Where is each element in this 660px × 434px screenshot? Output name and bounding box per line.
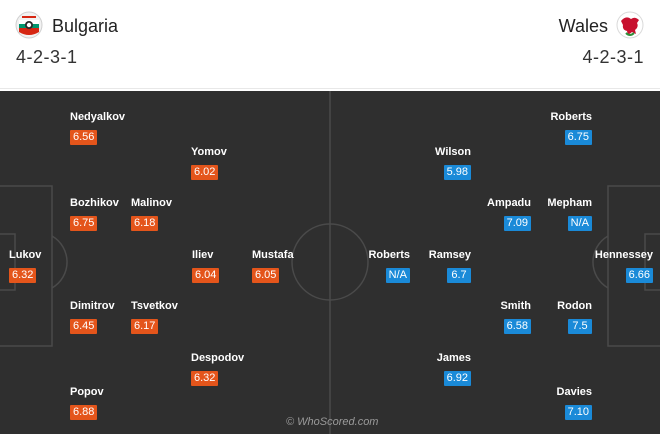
away-player-11[interactable]: Davies 7.10 xyxy=(512,386,592,420)
home-player-4[interactable]: Malinov 6.18 xyxy=(131,197,211,231)
home-player-5[interactable]: Lukov 6.32 xyxy=(9,249,89,283)
header-divider xyxy=(0,88,660,89)
watermark: © WhoScored.com xyxy=(286,416,379,428)
wales-dragon-crest-icon xyxy=(616,11,644,39)
player-rating: 6.66 xyxy=(625,268,653,283)
player-rating: 7.5 xyxy=(568,319,592,334)
player-rating: 7.09 xyxy=(503,216,531,231)
home-player-10[interactable]: Despodov 6.32 xyxy=(191,352,271,386)
player-rating: 6.7 xyxy=(447,268,471,283)
player-name: Roberts xyxy=(368,249,410,261)
player-name: Tsvetkov xyxy=(131,300,178,312)
player-rating: 6.04 xyxy=(192,268,220,283)
pitch-lines xyxy=(0,91,660,434)
player-rating: 6.32 xyxy=(191,371,219,386)
bulgaria-crest-icon xyxy=(15,11,43,39)
home-player-9[interactable]: Tsvetkov 6.17 xyxy=(131,300,211,334)
player-rating: 6.92 xyxy=(443,371,471,386)
player-rating: 5.98 xyxy=(443,165,471,180)
player-rating: 6.56 xyxy=(70,130,98,145)
player-rating: 6.45 xyxy=(70,319,98,334)
player-rating: 6.02 xyxy=(191,165,219,180)
player-rating: 6.75 xyxy=(564,130,592,145)
away-player-10[interactable]: James 6.92 xyxy=(391,352,471,386)
player-name: Popov xyxy=(70,386,104,398)
player-name: Iliev xyxy=(192,249,214,261)
away-player-1[interactable]: Roberts 6.75 xyxy=(512,111,592,145)
away-player-7[interactable]: Hennessey 6.66 xyxy=(573,249,653,283)
player-name: Yomov xyxy=(191,146,227,158)
home-player-3[interactable]: Bozhikov 6.75 xyxy=(70,197,150,231)
player-name: Davies xyxy=(556,386,592,398)
player-name: James xyxy=(436,352,471,364)
away-player-5[interactable]: Roberts N/A xyxy=(330,249,410,283)
home-player-6[interactable]: Iliev 6.04 xyxy=(192,249,272,283)
away-formation: 4-2-3-1 xyxy=(582,47,644,67)
player-name: Mepham xyxy=(547,197,592,209)
player-rating: N/A xyxy=(385,268,410,283)
pitch: Nedyalkov 6.56 Yomov 6.02 Bozhikov 6.75 … xyxy=(0,91,660,434)
home-player-1[interactable]: Nedyalkov 6.56 xyxy=(70,111,150,145)
home-team-name[interactable]: Bulgaria xyxy=(52,16,119,36)
away-team-name[interactable]: Wales xyxy=(558,16,608,36)
player-name: Wilson xyxy=(435,146,471,158)
player-name: Rodon xyxy=(557,300,592,312)
player-rating: 6.75 xyxy=(70,216,98,231)
away-player-6[interactable]: Ramsey 6.7 xyxy=(391,249,471,283)
player-rating: 6.17 xyxy=(131,319,159,334)
player-name: Ampadu xyxy=(487,197,531,209)
player-name: Lukov xyxy=(9,249,42,261)
player-name: Bozhikov xyxy=(70,197,119,209)
player-name: Mustafa xyxy=(252,249,294,261)
player-rating: N/A xyxy=(567,216,592,231)
player-name: Despodov xyxy=(191,352,245,364)
away-player-4[interactable]: Mepham N/A xyxy=(512,197,592,231)
player-name: Roberts xyxy=(550,111,592,123)
home-player-11[interactable]: Popov 6.88 xyxy=(70,386,150,420)
player-rating: 7.10 xyxy=(564,405,592,420)
home-player-2[interactable]: Yomov 6.02 xyxy=(191,146,271,180)
home-formation: 4-2-3-1 xyxy=(16,47,78,67)
player-rating: 6.32 xyxy=(9,268,37,283)
player-name: Nedyalkov xyxy=(70,111,126,123)
player-name: Malinov xyxy=(131,197,172,209)
player-rating: 6.18 xyxy=(131,216,159,231)
away-player-9[interactable]: Rodon 7.5 xyxy=(512,300,592,334)
home-player-7[interactable]: Mustafa 6.05 xyxy=(252,249,332,283)
away-player-3[interactable]: Ampadu 7.09 xyxy=(451,197,531,231)
away-player-2[interactable]: Wilson 5.98 xyxy=(391,146,471,180)
home-player-8[interactable]: Dimitrov 6.45 xyxy=(70,300,150,334)
player-rating: 6.05 xyxy=(252,268,280,283)
player-name: Dimitrov xyxy=(70,300,115,312)
player-rating: 6.58 xyxy=(503,319,531,334)
match-header: Bulgaria 4-2-3-1 Wales 4-2-3-1 xyxy=(0,0,660,90)
player-name: Hennessey xyxy=(594,249,653,261)
player-rating: 6.88 xyxy=(70,405,98,420)
player-name: Ramsey xyxy=(428,249,471,261)
away-player-8[interactable]: Smith 6.58 xyxy=(451,300,531,334)
player-name: Smith xyxy=(500,300,531,312)
